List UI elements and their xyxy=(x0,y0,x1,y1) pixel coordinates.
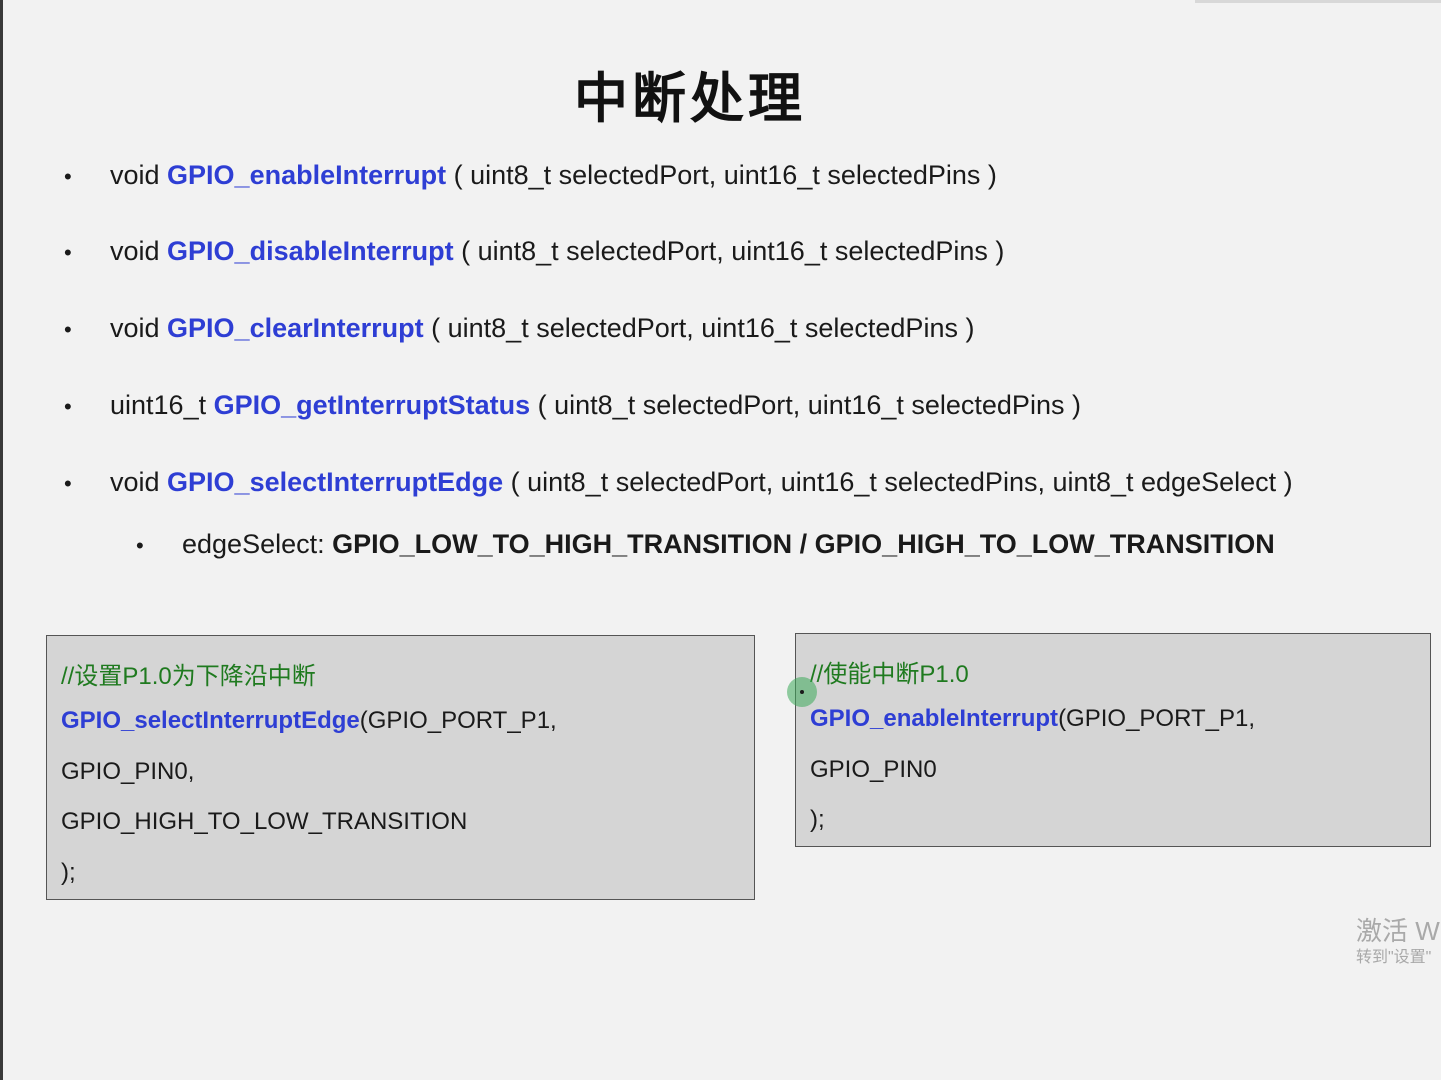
mouse-cursor-highlight xyxy=(787,677,817,707)
code-call-line: GPIO_selectInterruptEdge(GPIO_PORT_P1, xyxy=(61,707,557,735)
code-close: ); xyxy=(810,806,825,833)
bullet-glyph: • xyxy=(136,533,144,558)
function-params: ( uint8_t selectedPort, uint16_t selecte… xyxy=(503,467,1293,497)
function-params: ( uint8_t selectedPort, uint16_t selecte… xyxy=(530,390,1081,420)
code-function-name: GPIO_enableInterrupt xyxy=(810,705,1059,732)
bullet-select-interrupt-edge: • void GPIO_selectInterruptEdge ( uint8_t… xyxy=(64,467,1293,498)
code-arg-pin: GPIO_PIN0, xyxy=(61,758,195,785)
code-close: ); xyxy=(61,859,76,886)
function-name: GPIO_disableInterrupt xyxy=(167,236,454,266)
bullet-get-interrupt-status: • uint16_t GPIO_getInterruptStatus ( uint… xyxy=(64,390,1081,421)
function-name: GPIO_selectInterruptEdge xyxy=(167,467,504,497)
return-type: void xyxy=(110,467,168,497)
function-params: ( uint8_t selectedPort, uint16_t selecte… xyxy=(446,160,997,190)
bullet-enable-interrupt: • void GPIO_enableInterrupt ( uint8_t sel… xyxy=(64,160,997,191)
function-name: GPIO_clearInterrupt xyxy=(167,313,424,343)
bullet-glyph: • xyxy=(64,471,72,496)
return-type: void xyxy=(110,160,168,190)
code-comment: //设置P1.0为下降沿中断 xyxy=(61,663,316,690)
sub-bullet-values: GPIO_LOW_TO_HIGH_TRANSITION / GPIO_HIGH_… xyxy=(332,529,1275,559)
code-block-enable-interrupt: //使能中断P1.0 GPIO_enableInterrupt(GPIO_POR… xyxy=(795,633,1431,847)
return-type: uint16_t xyxy=(110,390,214,420)
window-top-strip xyxy=(1195,0,1441,3)
bullet-clear-interrupt: • void GPIO_clearInterrupt ( uint8_t sele… xyxy=(64,313,974,344)
slide-title: 中断处理 xyxy=(574,66,806,130)
window-left-edge xyxy=(0,0,3,1080)
code-comment: //使能中断P1.0 xyxy=(810,661,969,688)
code-function-name: GPIO_selectInterruptEdge xyxy=(61,707,360,734)
bullet-glyph: • xyxy=(64,317,72,342)
sub-bullet-edge-select: • edgeSelect: GPIO_LOW_TO_HIGH_TRANSITION… xyxy=(136,529,1275,560)
bullet-disable-interrupt: • void GPIO_disableInterrupt ( uint8_t se… xyxy=(64,236,1004,267)
bullet-glyph: • xyxy=(64,394,72,419)
code-args: (GPIO_PORT_P1, xyxy=(1058,705,1256,732)
function-params: ( uint8_t selectedPort, uint16_t selecte… xyxy=(423,313,975,343)
watermark-line-1: 激活 Wi xyxy=(1356,916,1441,946)
bullet-glyph: • xyxy=(64,240,72,265)
code-block-select-edge: //设置P1.0为下降沿中断 GPIO_selectInterruptEdge(… xyxy=(46,635,755,900)
function-name: GPIO_getInterruptStatus xyxy=(213,390,531,420)
code-arg-pin: GPIO_PIN0 xyxy=(810,756,937,783)
watermark-line-2: 转到"设置" xyxy=(1356,949,1432,966)
code-call-line: GPIO_enableInterrupt(GPIO_PORT_P1, xyxy=(810,705,1255,733)
return-type: void xyxy=(110,313,168,343)
sub-bullet-label: edgeSelect: xyxy=(182,529,333,559)
code-args: (GPIO_PORT_P1, xyxy=(359,707,557,734)
function-name: GPIO_enableInterrupt xyxy=(167,160,447,190)
activation-watermark: 激活 Wi 转到"设置" xyxy=(1356,915,1441,969)
bullet-glyph: • xyxy=(64,164,72,189)
function-params: ( uint8_t selectedPort, uint16_t selecte… xyxy=(453,236,1005,266)
code-arg-transition: GPIO_HIGH_TO_LOW_TRANSITION xyxy=(61,808,468,835)
return-type: void xyxy=(110,236,168,266)
